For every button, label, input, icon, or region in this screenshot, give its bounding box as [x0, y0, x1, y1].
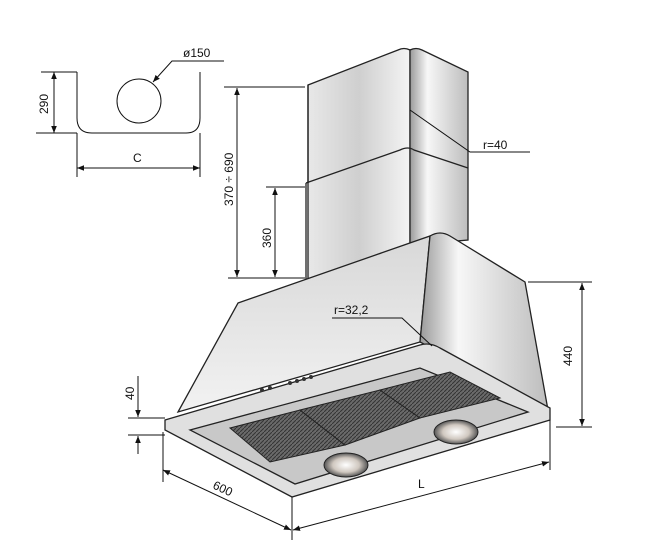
- radius-callouts: r=40 r=32,2: [332, 109, 530, 347]
- chimney: [305, 47, 469, 281]
- top-view: ø150 290 C: [36, 46, 224, 177]
- hood-dimensions: 440 40 600 L: [123, 281, 592, 540]
- rim-height-label: 40: [123, 386, 137, 400]
- hood-body: [164, 232, 551, 498]
- hood-height-label: 440: [561, 346, 575, 366]
- hood-radius-label: r=32,2: [334, 303, 369, 317]
- control-buttons: [260, 375, 313, 392]
- chimney-lower-label: 360: [260, 228, 274, 248]
- chimney-radius-label: r=40: [483, 138, 508, 152]
- chimney-dimensions: 370 ÷ 690 360: [222, 86, 305, 279]
- duct-diameter-label: ø150: [183, 46, 211, 60]
- width-label: L: [418, 477, 425, 491]
- depth-label: 600: [211, 478, 235, 499]
- top-depth-label: 290: [37, 94, 51, 114]
- lamp-left: [323, 452, 369, 478]
- duct-outlet: [116, 78, 162, 124]
- chimney-height-label: 370 ÷ 690: [222, 152, 236, 206]
- top-width-label: C: [133, 151, 142, 165]
- lamp-right: [433, 419, 479, 445]
